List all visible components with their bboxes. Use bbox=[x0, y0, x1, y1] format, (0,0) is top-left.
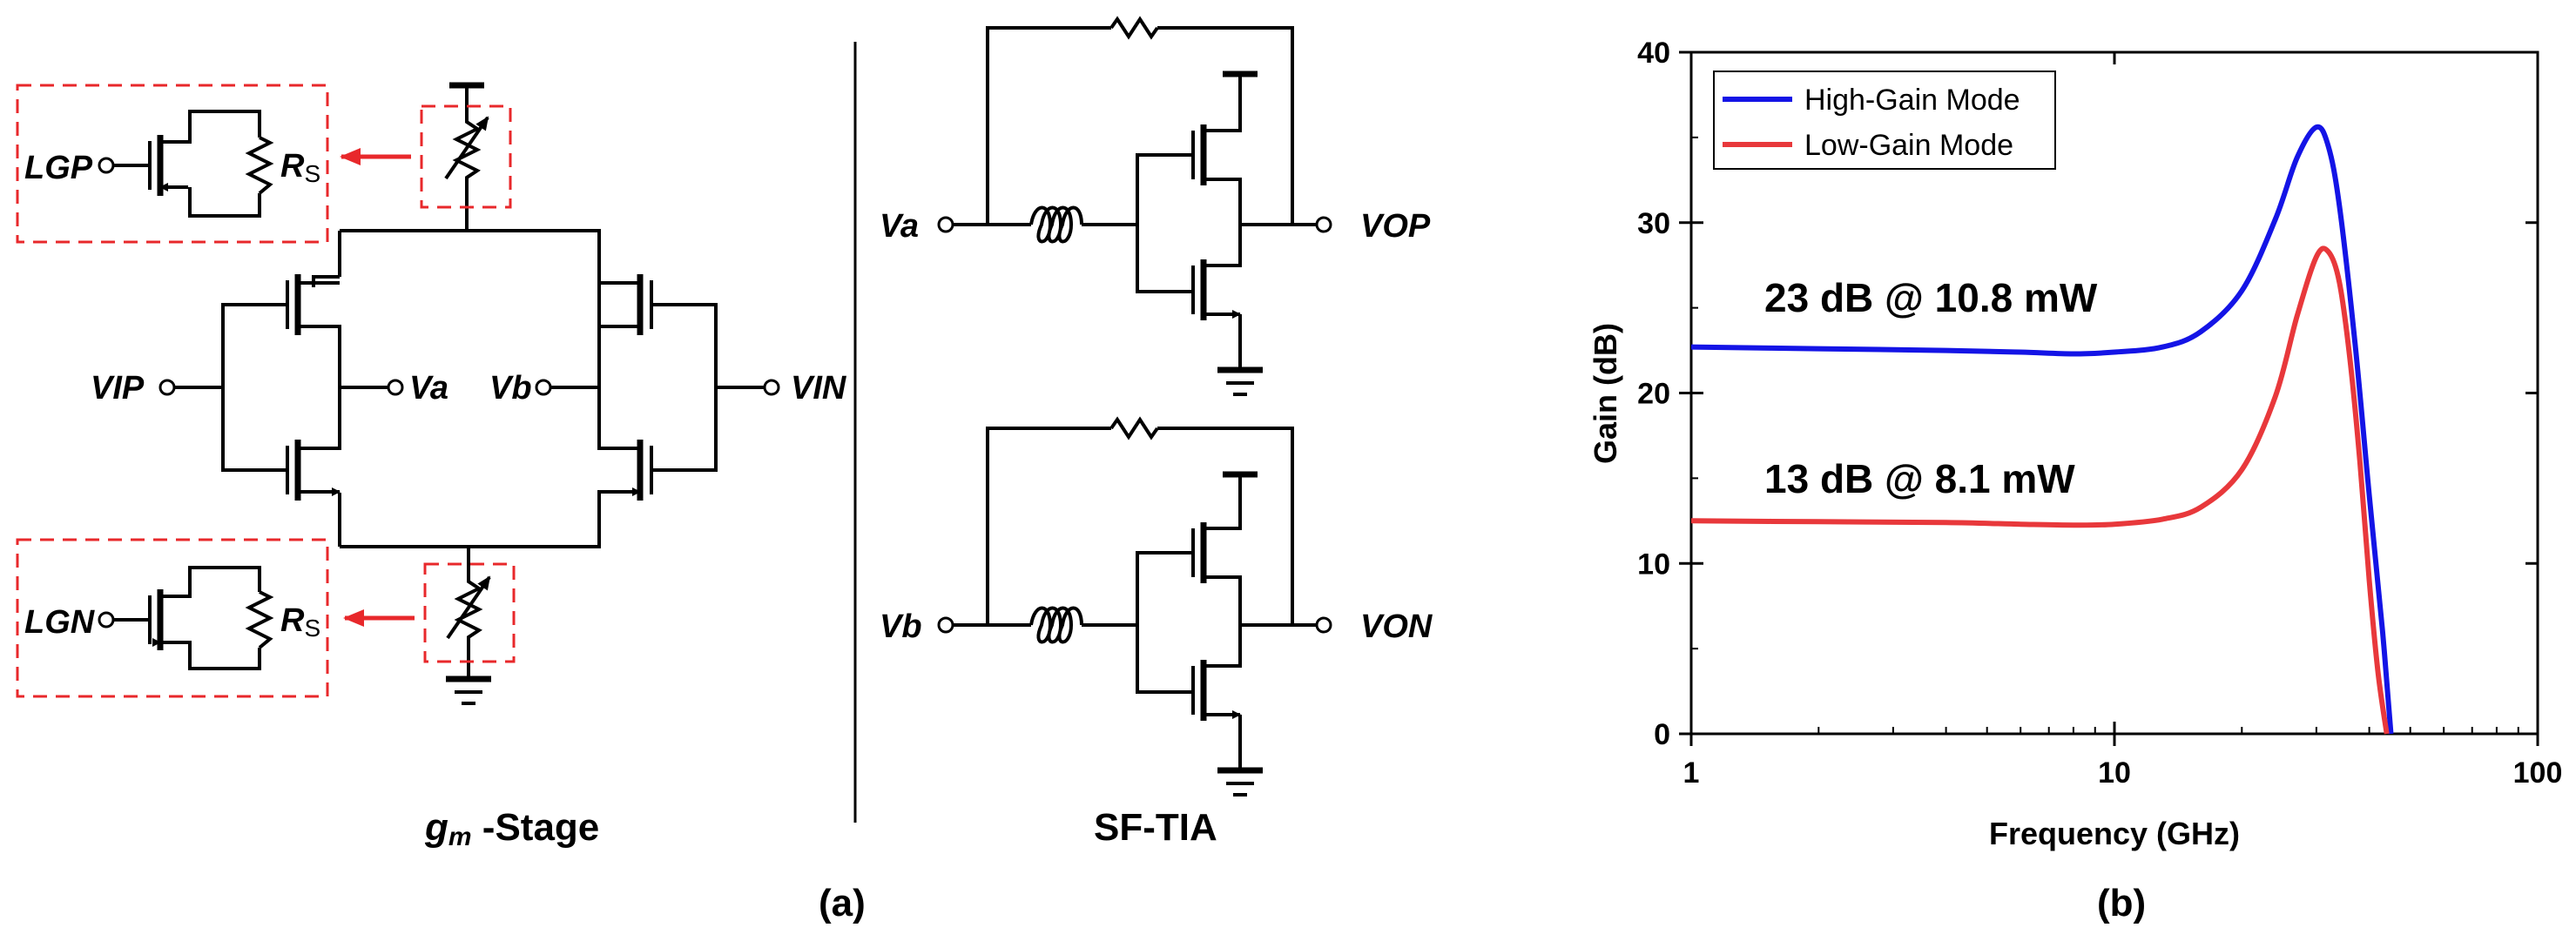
vin-label: VIN bbox=[791, 370, 847, 407]
sf-tia-caption: SF-TIA bbox=[1094, 806, 1217, 849]
x-tick-label: 1 bbox=[1683, 756, 1700, 790]
sf-tia-bottom bbox=[937, 416, 1332, 796]
vb-input-label: Vb bbox=[880, 608, 922, 645]
von-label: VON bbox=[1360, 608, 1433, 645]
gain-chart: 0 10 20 30 40 1 10 100 High-Gain Mode Low-Gain … bbox=[1588, 37, 2562, 851]
legend: High-Gain Mode Low-Gain Mode bbox=[1713, 71, 2056, 170]
series-line-high-gain bbox=[1690, 124, 2394, 735]
annotation-high-gain: 23 dB @ 10.8 mW bbox=[1764, 275, 2098, 320]
lgn-label: LGN bbox=[24, 604, 96, 641]
axis-ticks: 0 10 20 30 40 1 10 100 bbox=[1637, 37, 2562, 790]
y-tick-label: 20 bbox=[1637, 378, 1670, 411]
legend-box bbox=[1713, 71, 2056, 170]
lgp-label: LGP bbox=[24, 150, 93, 186]
y-tick-label: 30 bbox=[1637, 207, 1670, 240]
vop-label: VOP bbox=[1360, 208, 1431, 245]
series-line-low-gain bbox=[1690, 245, 2390, 735]
right-inverter bbox=[535, 274, 780, 505]
panel-a-label: (a) bbox=[819, 882, 866, 924]
y-tick-label: 10 bbox=[1637, 548, 1670, 581]
va-label: Va bbox=[409, 370, 448, 407]
annotation-low-gain: 13 dB @ 8.1 mW bbox=[1764, 456, 2075, 501]
lgp-switch-box bbox=[16, 84, 329, 244]
rs-label-top: RS bbox=[280, 148, 320, 187]
y-tick-label: 40 bbox=[1637, 37, 1670, 70]
vip-label: VIP bbox=[91, 370, 145, 407]
legend-label-high-gain: High-Gain Mode bbox=[1804, 84, 2020, 117]
rs-label-bottom: RS bbox=[280, 602, 320, 642]
x-tick-label: 100 bbox=[2513, 756, 2563, 790]
x-axis-label: Frequency (GHz) bbox=[1989, 816, 2240, 851]
top-rail bbox=[340, 229, 601, 287]
bottom-rail bbox=[340, 505, 601, 548]
gm-stage-caption: gm -Stage bbox=[424, 806, 599, 851]
vb-label: Vb bbox=[489, 370, 532, 407]
sf-tia-schematic: Va Vb VOP VON SF-TIA bbox=[880, 16, 1433, 849]
top-variable-resistor bbox=[420, 82, 512, 231]
panel-b-label: (b) bbox=[2097, 882, 2146, 924]
legend-label-low-gain: Low-Gain Mode bbox=[1804, 129, 2013, 162]
left-inverter bbox=[158, 274, 404, 501]
bottom-resistor-dashed-box bbox=[423, 562, 516, 663]
bottom-variable-resistor bbox=[423, 547, 516, 705]
va-input-label: Va bbox=[880, 208, 919, 245]
sf-tia-top bbox=[937, 16, 1332, 396]
y-axis-label: Gain (dB) bbox=[1588, 323, 1623, 464]
top-resistor-dashed-box bbox=[420, 104, 512, 209]
lgn-switch-box bbox=[16, 538, 329, 698]
series-layer bbox=[1690, 124, 2394, 735]
y-tick-label: 0 bbox=[1654, 718, 1670, 751]
x-tick-label: 10 bbox=[2098, 756, 2131, 790]
gm-stage-schematic: LGP LGN RS RS VIP Va Vb VIN gm -Stage bbox=[16, 82, 847, 851]
